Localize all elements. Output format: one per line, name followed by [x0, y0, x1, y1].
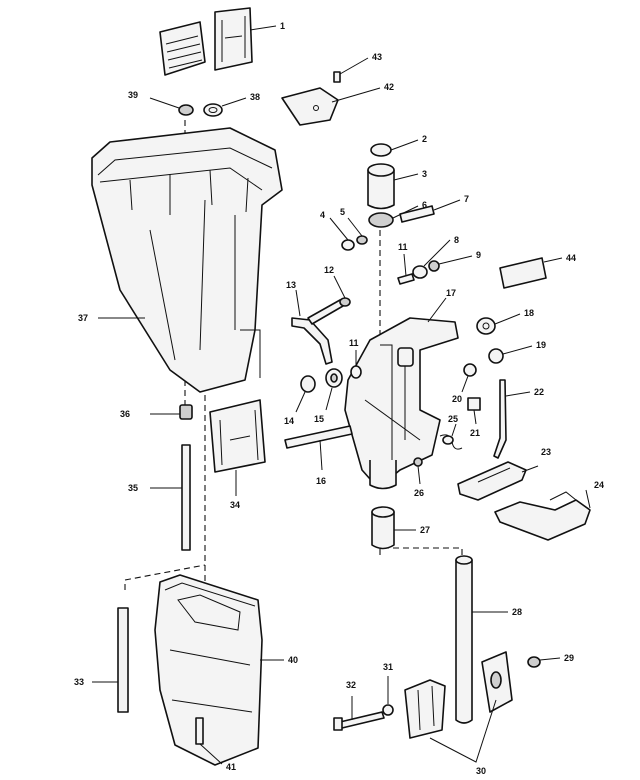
- part-35-rod: [181, 444, 191, 551]
- callout-15: 15: [314, 414, 324, 424]
- part-21-clip: [467, 397, 481, 411]
- part-2-washer: [370, 143, 392, 157]
- callout-3: 3: [422, 169, 427, 179]
- part-36-bushing: [179, 404, 193, 420]
- callout-21: 21: [470, 428, 480, 438]
- part-7-bolt: [399, 205, 435, 223]
- callout-19: 19: [536, 340, 546, 350]
- callout-28: 28: [512, 607, 522, 617]
- part-17-swivel-bracket: [344, 317, 459, 490]
- part-44-tag: [499, 257, 547, 289]
- part-34-lower-mount: [209, 399, 266, 473]
- callout-34: 34: [230, 500, 240, 510]
- part-40-exhaust-housing: [154, 574, 263, 766]
- part-6-ring: [368, 212, 394, 228]
- callout-27: 27: [420, 525, 430, 535]
- callout-30: 30: [476, 766, 486, 776]
- callout-13: 13: [286, 280, 296, 290]
- part-26-nut: [413, 457, 423, 467]
- callout-11-lower: 11: [349, 338, 359, 348]
- callout-31: 31: [383, 662, 393, 672]
- part-19-20-fasteners: [463, 348, 504, 377]
- part-3-bushing: [367, 163, 395, 210]
- part-1-mount-brackets: [159, 7, 253, 76]
- part-24-bracket: [494, 491, 591, 541]
- part-14-15-washers: [300, 365, 362, 393]
- part-37-driveshaft-housing: [91, 127, 283, 393]
- part-23-bracket: [457, 461, 527, 501]
- callout-11-upper: 11: [398, 242, 408, 252]
- callout-20: 20: [452, 394, 462, 404]
- callout-18: 18: [524, 308, 534, 318]
- part-31-washer: [382, 704, 394, 716]
- part-18-washer: [476, 317, 496, 335]
- callout-23: 23: [541, 447, 551, 457]
- part-27-sleeve: [371, 506, 395, 550]
- callout-2: 2: [422, 134, 427, 144]
- callout-42: 42: [384, 82, 394, 92]
- callout-16: 16: [316, 476, 326, 486]
- callout-14: 14: [284, 416, 294, 426]
- callout-1: 1: [280, 21, 285, 31]
- part-41-screw: [195, 717, 204, 745]
- callout-44: 44: [566, 253, 576, 263]
- callout-36: 36: [120, 409, 130, 419]
- callout-5: 5: [340, 207, 345, 217]
- callout-24: 24: [594, 480, 604, 490]
- callout-41: 41: [226, 762, 236, 772]
- callout-12: 12: [324, 265, 334, 275]
- callout-40: 40: [288, 655, 298, 665]
- callout-33: 33: [74, 677, 84, 687]
- part-4-5-nuts: [341, 235, 368, 251]
- part-25-spring: [439, 434, 463, 450]
- callout-9: 9: [476, 250, 481, 260]
- callout-6: 6: [422, 200, 427, 210]
- part-33-shaft: [117, 607, 129, 713]
- part-8-9-fasteners: [397, 260, 440, 285]
- callout-38: 38: [250, 92, 260, 102]
- callout-22: 22: [534, 387, 544, 397]
- callout-43: 43: [372, 52, 382, 62]
- part-13-tilt-lever: [291, 297, 351, 365]
- callout-25: 25: [448, 414, 458, 424]
- callout-labels: 1 2 3 4 5 6 7 8 9 11 11 12 13: [74, 21, 604, 776]
- callout-37: 37: [78, 313, 88, 323]
- part-32-bolt: [333, 711, 385, 731]
- part-22-spring-rod: [493, 379, 507, 459]
- callout-4: 4: [320, 210, 325, 220]
- part-28-tube: [455, 555, 473, 724]
- callout-35: 35: [128, 483, 138, 493]
- part-42-plate: [281, 71, 341, 126]
- callout-26: 26: [414, 488, 424, 498]
- part-16-pin: [284, 425, 353, 449]
- part-38-39-caps: [178, 103, 223, 117]
- callout-7: 7: [464, 194, 469, 204]
- callout-32: 32: [346, 680, 356, 690]
- callout-8: 8: [454, 235, 459, 245]
- part-29-nut: [527, 656, 541, 668]
- callout-29: 29: [564, 653, 574, 663]
- callout-39: 39: [128, 90, 138, 100]
- part-30-clamp-halves: [404, 651, 513, 739]
- callout-17: 17: [446, 288, 456, 298]
